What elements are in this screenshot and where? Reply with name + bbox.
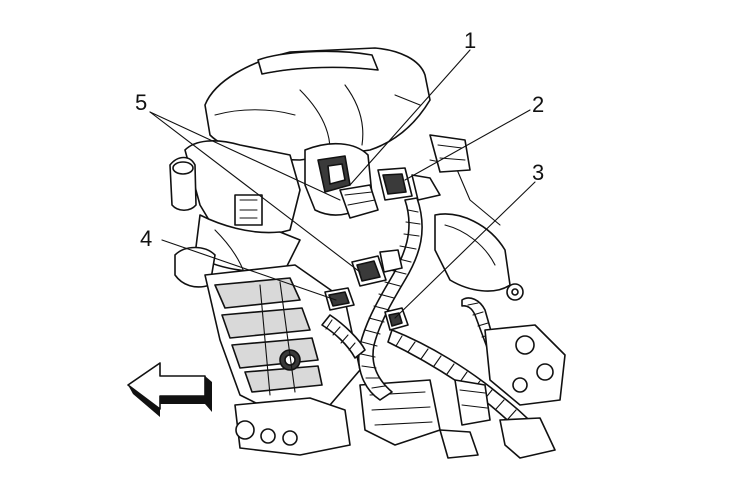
- callout-2: 2: [532, 92, 544, 117]
- callout-labels: 1 2 3 4 5: [135, 28, 544, 251]
- leader-4: [161, 239, 337, 301]
- component-1-module: [304, 142, 379, 219]
- leader-1: [349, 49, 471, 186]
- component-4-connector: [324, 287, 355, 311]
- callout-leaders: [149, 49, 536, 319]
- callout-3: 3: [532, 160, 544, 185]
- engine-right-side: [429, 134, 566, 459]
- component-2-connector: [377, 159, 501, 226]
- engine-cover: [204, 47, 431, 161]
- timing-cover: [204, 264, 361, 411]
- leader-5b: [149, 111, 341, 201]
- callout-4: 4: [140, 226, 152, 251]
- callout-1: 1: [464, 28, 476, 53]
- leader-2: [404, 109, 531, 181]
- leader-3: [394, 181, 536, 319]
- engine-block-left: [169, 140, 301, 288]
- leader-5a: [149, 111, 361, 273]
- component-5-connector: [351, 249, 403, 287]
- callout-5: 5: [135, 90, 147, 115]
- component-3-fastener: [384, 307, 409, 331]
- front-direction-arrow-icon: [127, 362, 212, 417]
